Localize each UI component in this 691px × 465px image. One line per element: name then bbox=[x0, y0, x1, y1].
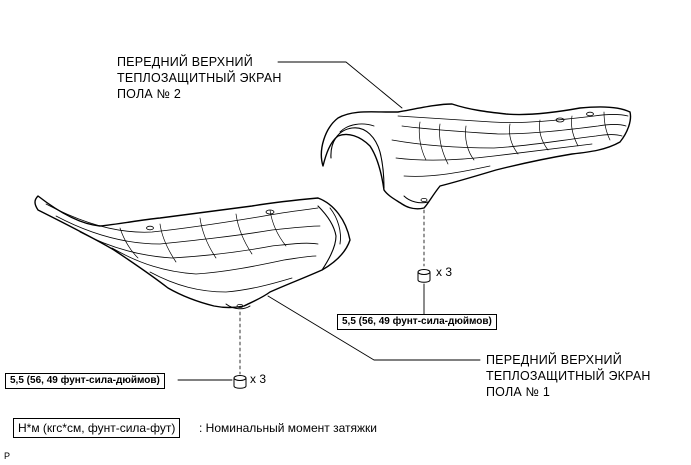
quantity-upper: x 3 bbox=[436, 265, 453, 279]
torque-unit-legend: Н*м (кгс*см, фунт-сила-фут) bbox=[13, 418, 181, 438]
callout-line: ТЕПЛОЗАЩИТНЫЙ ЭКРАН bbox=[486, 369, 651, 383]
heat-insulator-no1 bbox=[34, 195, 351, 310]
figure-code: P bbox=[4, 451, 11, 461]
torque-spec-upper: 5,5 (56, 49 фунт-сила-дюймов) bbox=[337, 314, 497, 330]
fastener-axes bbox=[239, 209, 425, 375]
callout-line: ТЕПЛОЗАЩИТНЫЙ ЭКРАН bbox=[117, 71, 282, 85]
leader-lines bbox=[267, 61, 481, 361]
heat-insulator-no2 bbox=[320, 103, 632, 210]
callout-line: ПЕРЕДНИЙ ВЕРХНИЙ bbox=[117, 55, 253, 69]
callout-line: ПЕРЕДНИЙ ВЕРХНИЙ bbox=[486, 353, 622, 367]
nut-lower bbox=[233, 375, 247, 389]
torque-legend-description: : Номинальный момент затяжки bbox=[199, 421, 377, 435]
quantity-lower: x 3 bbox=[250, 372, 267, 386]
nut-upper bbox=[417, 269, 431, 283]
torque-leaders bbox=[177, 283, 425, 381]
callout-line: ПОЛА № 1 bbox=[486, 385, 551, 399]
callout-line: ПОЛА № 2 bbox=[117, 87, 182, 101]
callout-heat-insulator-no2: ПЕРЕДНИЙ ВЕРХНИЙ ТЕПЛОЗАЩИТНЫЙ ЭКРАН ПОЛ… bbox=[117, 54, 282, 102]
callout-heat-insulator-no1: ПЕРЕДНИЙ ВЕРХНИЙ ТЕПЛОЗАЩИТНЫЙ ЭКРАН ПОЛ… bbox=[486, 352, 651, 400]
torque-spec-lower: 5,5 (56, 49 фунт-сила-дюймов) bbox=[5, 373, 165, 389]
